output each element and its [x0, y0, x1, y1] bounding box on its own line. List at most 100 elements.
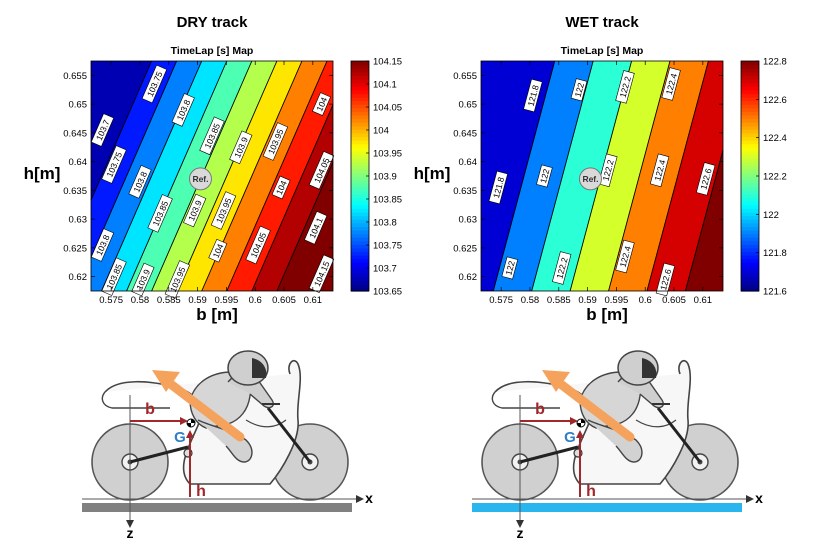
colorbar-segment	[741, 172, 759, 177]
colorbar-segment	[351, 122, 369, 127]
contour-label: 104	[312, 92, 331, 116]
contour-label-text: 122	[503, 260, 516, 277]
colorbar-segment	[351, 269, 369, 274]
colorbar-tick-label: 103.85	[373, 195, 402, 206]
contour-label: 122.2	[615, 70, 635, 104]
colorbar-segment	[741, 201, 759, 206]
colorbar-segment	[351, 273, 369, 278]
colorbar-segment	[741, 269, 759, 274]
colorbar-tick-label: 121.6	[763, 287, 787, 298]
colorbar-segment	[741, 283, 759, 289]
colorbar-segment	[351, 179, 369, 184]
contour-label-box	[304, 210, 328, 245]
contour-label-text: 122	[573, 81, 586, 98]
colorbar-segment	[351, 150, 369, 156]
h-dimension-arrowhead	[576, 430, 584, 438]
plot-frame	[480, 60, 724, 292]
colorbar-tick-label: 104.1	[373, 80, 397, 91]
colorbar-segment	[351, 233, 369, 238]
colorbar-segment	[741, 208, 759, 213]
y-tick-label: 0.62	[69, 272, 88, 283]
colorbar-tick-label: 122	[763, 210, 779, 221]
y-tick-label: 0.625	[453, 243, 477, 254]
colorbar-segment	[351, 158, 369, 163]
colorbar-segment	[741, 247, 759, 253]
colorbar-tick-label: 104.15	[373, 57, 402, 68]
colorbar-segment	[741, 183, 759, 188]
contour-line	[531, 60, 594, 292]
colorbar-segment	[351, 129, 369, 134]
motion-arrowhead	[152, 370, 180, 392]
contour-line	[126, 60, 228, 292]
h-dimension-label: h	[196, 483, 206, 500]
colorbar-segment	[351, 190, 369, 195]
colorbar-segment	[351, 197, 369, 202]
colorbar-segment	[351, 93, 369, 98]
contour-label-text: 122	[538, 168, 551, 185]
chart-title: TimeLap [s] Map	[171, 45, 254, 57]
x-tick-label: 0.595	[605, 295, 629, 306]
x-axis-label: b [m]	[196, 305, 238, 324]
y-tick-label: 0.64	[69, 157, 88, 168]
x-tick-label: 0.595	[215, 295, 239, 306]
colorbar-segment	[351, 244, 369, 249]
contour-label-box	[536, 164, 553, 188]
contour-label-box	[262, 122, 289, 161]
colorbar-tick-label: 103.95	[373, 149, 402, 160]
colorbar-segment	[741, 140, 759, 145]
contour-label-box	[308, 254, 335, 293]
colorbar-segment	[741, 147, 759, 152]
reference-point-marker	[578, 167, 602, 191]
contour-label-box	[312, 92, 331, 116]
colorbar-segment	[351, 143, 369, 148]
colorbar-segment	[351, 255, 369, 260]
colorbar-segment	[351, 154, 369, 159]
motion-arrowhead	[542, 370, 570, 392]
contour-label: 104	[271, 175, 291, 200]
colorbar-segment	[741, 150, 759, 156]
colorbar-segment	[351, 219, 369, 224]
colorbar-segment	[351, 125, 369, 130]
contour-label-box	[598, 153, 618, 188]
contour-label: 122.6	[696, 162, 716, 196]
track-surface	[82, 503, 352, 512]
x-tick-label: 0.575	[489, 295, 513, 306]
reference-point-label: Ref.	[582, 174, 598, 184]
colorbar-segment	[741, 75, 759, 80]
contour-label-box	[245, 225, 271, 265]
colorbar-segment	[351, 64, 369, 69]
colorbar-segment	[741, 78, 759, 84]
x-axis-symbol: x	[755, 490, 763, 506]
colorbar-segment	[351, 222, 369, 227]
colorbar-segment	[741, 158, 759, 163]
contour-label-box	[183, 193, 207, 228]
colorbar-segment	[741, 107, 759, 112]
contour-label: 121.8	[488, 170, 508, 205]
b-dimension-label: b	[535, 401, 545, 418]
colorbar-segment	[741, 215, 759, 220]
colorbar-segment	[351, 215, 369, 220]
x-tick-label: 0.59	[578, 295, 597, 306]
contour-label-box	[615, 70, 635, 104]
contour-line	[90, 60, 153, 201]
contour-label-box	[128, 164, 152, 199]
colorbar-segment	[741, 204, 759, 209]
colorbar-tick-label: 122.4	[763, 133, 787, 144]
contour-label-box	[141, 64, 168, 104]
y-tick-label: 0.635	[453, 186, 477, 197]
colorbar-segment	[741, 118, 759, 123]
contour-label: 122	[570, 78, 588, 102]
colorbar-segment	[351, 147, 369, 152]
colorbar-segment	[351, 111, 369, 116]
colorbar-segment	[741, 165, 759, 170]
contour-line	[646, 60, 709, 292]
contour-band	[646, 61, 723, 291]
x-tick-label: 0.605	[662, 295, 686, 306]
x-axis-label: b [m]	[586, 305, 628, 324]
y-tick-label: 0.625	[63, 243, 87, 254]
colorbar-segment	[351, 258, 369, 263]
contour-label: 122	[501, 256, 519, 280]
